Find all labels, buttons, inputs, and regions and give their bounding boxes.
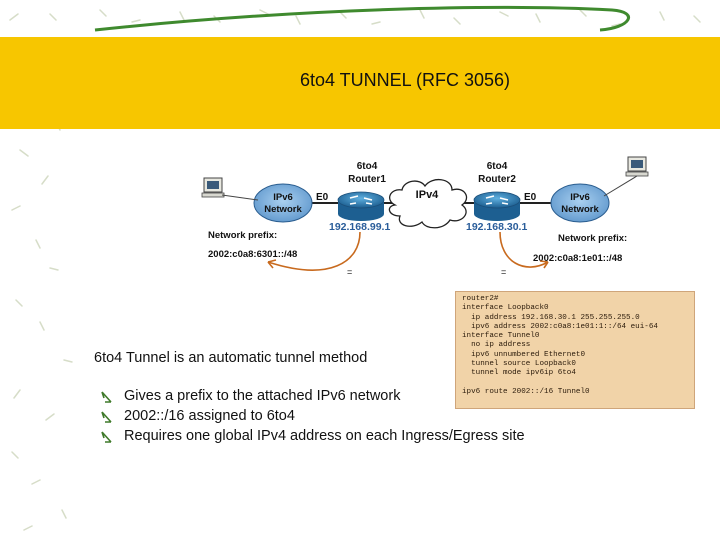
- computer-right-icon: [603, 156, 649, 197]
- router-config-block: router2# interface Loopback0 ip address …: [455, 291, 695, 409]
- router2-ip: 192.168.30.1: [466, 221, 527, 233]
- router1-name: 6to4: [357, 161, 378, 172]
- net-left-line1: IPv6: [273, 192, 293, 203]
- prefix-left-label: Network prefix:: [208, 230, 277, 241]
- config-line: ipv6 route 2002::/16 Tunnel0: [462, 387, 590, 396]
- bullet-text: Gives a prefix to the attached IPv6 netw…: [124, 388, 401, 404]
- router2-name2: Router2: [478, 174, 516, 185]
- ipv6-network-left: [253, 183, 313, 223]
- bullet-text: 2002::/16 assigned to 6to4: [124, 408, 295, 424]
- arrow-left: [267, 231, 361, 271]
- router1-interface: E0: [316, 192, 329, 203]
- bullet-icon: [101, 411, 112, 423]
- config-line: tunnel source Loopback0: [462, 360, 576, 369]
- config-line: interface Tunnel0: [462, 332, 540, 341]
- ipv6-network-right: [550, 183, 610, 223]
- config-line: ipv6 address 2002:c0a8:1e01:1::/64 eui-6…: [462, 322, 658, 331]
- config-line: tunnel mode ipv6ip 6to4: [462, 369, 576, 378]
- config-line: router2#: [462, 295, 499, 303]
- config-line: interface Loopback0: [462, 304, 549, 313]
- ipv4-cloud: [388, 179, 468, 229]
- prefix-left-value: 2002:c0a8:6301::/48: [208, 249, 297, 260]
- config-line: no ip address: [462, 341, 531, 350]
- bullet-icon: [101, 431, 112, 443]
- eq-right: =: [501, 267, 506, 277]
- config-line: ip address 192.168.30.1 255.255.255.0: [462, 313, 640, 322]
- title-banner: [0, 37, 720, 129]
- config-line: ipv6 unnumbered Ethernet0: [462, 350, 586, 359]
- prefix-right-value: 2002:c0a8:1e01::/48: [533, 253, 622, 264]
- eq-left: =: [347, 267, 352, 277]
- router1-ip: 192.168.99.1: [329, 221, 390, 233]
- ipv4-cloud-label: IPv4: [416, 189, 440, 201]
- computer-left-icon: [201, 177, 259, 201]
- router2-name: 6to4: [487, 161, 508, 172]
- net-right-line1: IPv6: [570, 192, 590, 203]
- intro-text: 6to4 Tunnel is an automatic tunnel metho…: [94, 350, 368, 366]
- router2-icon: [473, 191, 521, 221]
- router1-name2: Router1: [348, 174, 386, 185]
- net-left-line2: Network: [264, 204, 302, 215]
- router1-icon: [337, 191, 385, 221]
- bullet-text: Requires one global IPv4 address on each…: [124, 428, 525, 444]
- prefix-right-label: Network prefix:: [558, 233, 627, 244]
- decorative-swoosh: [94, 5, 630, 32]
- bullet-icon: [101, 391, 112, 403]
- config-line: [462, 379, 688, 388]
- arrow-right: [499, 231, 549, 268]
- slide-title: 6to4 TUNNEL (RFC 3056): [299, 70, 511, 90]
- net-right-line2: Network: [561, 204, 599, 215]
- router2-interface: E0: [524, 192, 537, 203]
